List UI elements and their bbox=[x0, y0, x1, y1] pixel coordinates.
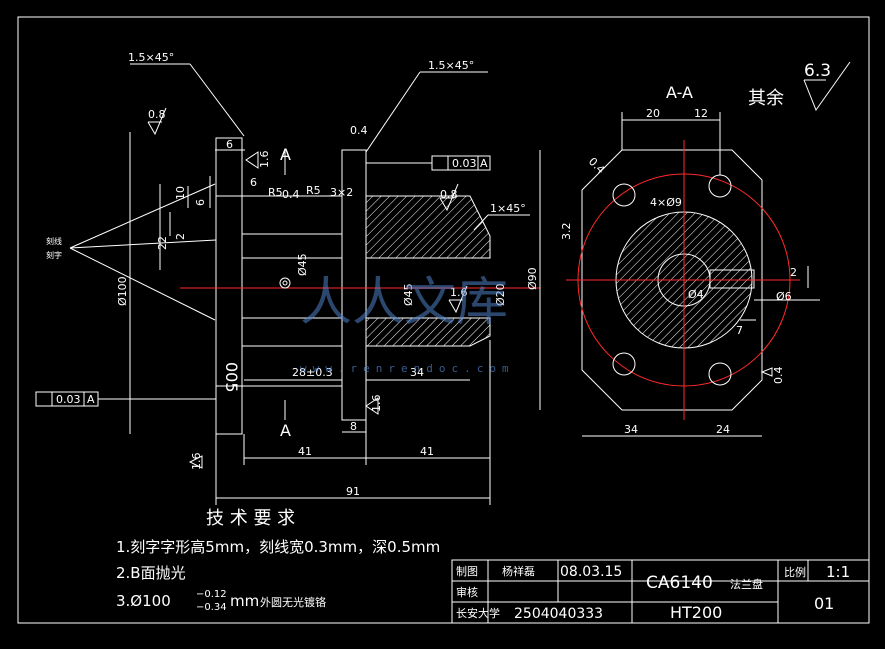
section-view-label: A-A bbox=[666, 83, 693, 102]
dim-2: 2 bbox=[174, 233, 187, 240]
section-marker-bottom: A bbox=[280, 421, 291, 440]
roughness-label-11: 1.6 bbox=[258, 151, 271, 169]
dim-34-right: 34 bbox=[624, 423, 638, 436]
dim-91: 91 bbox=[346, 485, 360, 498]
dim-6-top: 6 bbox=[226, 138, 233, 151]
drawing-frame bbox=[17, 16, 870, 624]
datum-label-1: A bbox=[480, 157, 488, 170]
dim-28: 28±0.3 bbox=[292, 366, 333, 379]
dim-41-a: 41 bbox=[298, 445, 312, 458]
roughness-label-8: 3.2 bbox=[560, 223, 573, 241]
dim-22: 22 bbox=[156, 236, 169, 250]
dim-r5-b: R5 bbox=[306, 184, 321, 197]
section-a-a-view bbox=[539, 61, 851, 437]
tb-drawn-date: 08.03.15 bbox=[560, 564, 622, 580]
datum-label-2: A bbox=[87, 393, 95, 406]
tb-material: HT200 bbox=[670, 603, 722, 622]
roughness-label-2: 0.4 bbox=[350, 124, 368, 137]
roughness-label-1: 0.8 bbox=[148, 108, 166, 121]
tb-sheet-number: 01 bbox=[814, 594, 834, 613]
tb-check-label: 审核 bbox=[456, 585, 478, 599]
dim-r5-a: R5 bbox=[268, 186, 283, 199]
other-roughness-value: 6.3 bbox=[804, 61, 831, 81]
dim-groove: 3×2 bbox=[330, 186, 353, 199]
title-block bbox=[451, 559, 870, 624]
section-marker-top: A bbox=[280, 145, 291, 164]
dim-20: 20 bbox=[646, 107, 660, 120]
roughness-label-5: 0.8 bbox=[440, 188, 458, 201]
other-roughness-label: 其余 bbox=[748, 88, 784, 109]
dim-12: 12 bbox=[694, 107, 708, 120]
roughness-label-7: 1.6 bbox=[190, 453, 203, 471]
dim-8: 8 bbox=[350, 420, 357, 433]
left-note-1: 刻线 bbox=[46, 236, 62, 246]
dim-34-left: 34 bbox=[410, 366, 424, 379]
requirement-item-2: 2.B面抛光 bbox=[116, 564, 186, 582]
requirement-item-3-tail: 外圆无光镀铬 bbox=[260, 595, 326, 609]
tolerance-value-1: 0.03 bbox=[452, 157, 477, 170]
roughness-label-9: 0.4 bbox=[586, 155, 608, 177]
dim-holes: 4×Ø9 bbox=[650, 196, 682, 209]
dim-2-right: 2 bbox=[790, 266, 797, 279]
engraving-text: 005 bbox=[222, 362, 241, 393]
roughness-label-4: 0.4 bbox=[282, 188, 300, 201]
requirement-item-1: 1.刻字字形高5mm，刻线宽0.3mm，深0.5mm bbox=[116, 538, 440, 556]
tb-drawn-name: 杨祥磊 bbox=[502, 564, 535, 578]
watermark-url: www.renrendoc.com bbox=[300, 362, 515, 375]
tb-part-name: CA6140 bbox=[646, 573, 713, 593]
dim-dia6: Ø6 bbox=[776, 290, 792, 303]
tb-student-no: 2504040333 bbox=[514, 606, 603, 622]
roughness-label-10: 0.4 bbox=[772, 367, 785, 385]
dim-10: 10 bbox=[174, 186, 187, 200]
requirements-title: 技 术 要 求 bbox=[206, 508, 295, 529]
chamfer-label-2: 1.5×45° bbox=[428, 59, 474, 72]
dim-6-right: 6 bbox=[250, 176, 257, 189]
dim-dia100: Ø100 bbox=[116, 276, 129, 306]
dim-24: 24 bbox=[716, 423, 730, 436]
dim-dia45: Ø45 bbox=[296, 253, 309, 276]
roughness-label-6: 1.6 bbox=[450, 286, 468, 299]
chamfer-label-1: 1.5×45° bbox=[128, 51, 174, 64]
tb-scale-value: 1:1 bbox=[826, 563, 850, 581]
dim-dia20: Ø20 bbox=[494, 283, 507, 306]
tb-school: 长安大学 bbox=[456, 606, 500, 620]
left-note-2: 刻字 bbox=[46, 250, 62, 260]
tolerance-value-2: 0.03 bbox=[56, 393, 81, 406]
dim-41-b: 41 bbox=[420, 445, 434, 458]
roughness-label-3: 1.6 bbox=[370, 395, 383, 413]
watermark-logo: 人人文库 bbox=[300, 273, 508, 333]
requirement-item-3-upper: −0.12 bbox=[196, 589, 227, 600]
dim-6-inner: 6 bbox=[194, 199, 207, 206]
requirement-item-3-unit: mm bbox=[230, 592, 259, 610]
dim-dia90: Ø90 bbox=[526, 267, 539, 290]
tb-part-suffix: 法兰盘 bbox=[730, 577, 763, 591]
requirement-item-3-lower: −0.34 bbox=[196, 602, 227, 613]
dim-7: 7 bbox=[736, 324, 743, 337]
dim-dia4: Ø4 bbox=[688, 288, 704, 301]
front-section-view bbox=[35, 63, 540, 505]
chamfer-label-3: 1×45° bbox=[490, 202, 526, 215]
requirement-item-3-prefix: 3.Ø100 bbox=[116, 592, 171, 610]
tb-scale-label: 比例 bbox=[784, 565, 806, 579]
dim-dia45-b: Ø45 bbox=[402, 283, 415, 306]
tb-drawn-label: 制图 bbox=[456, 565, 478, 578]
